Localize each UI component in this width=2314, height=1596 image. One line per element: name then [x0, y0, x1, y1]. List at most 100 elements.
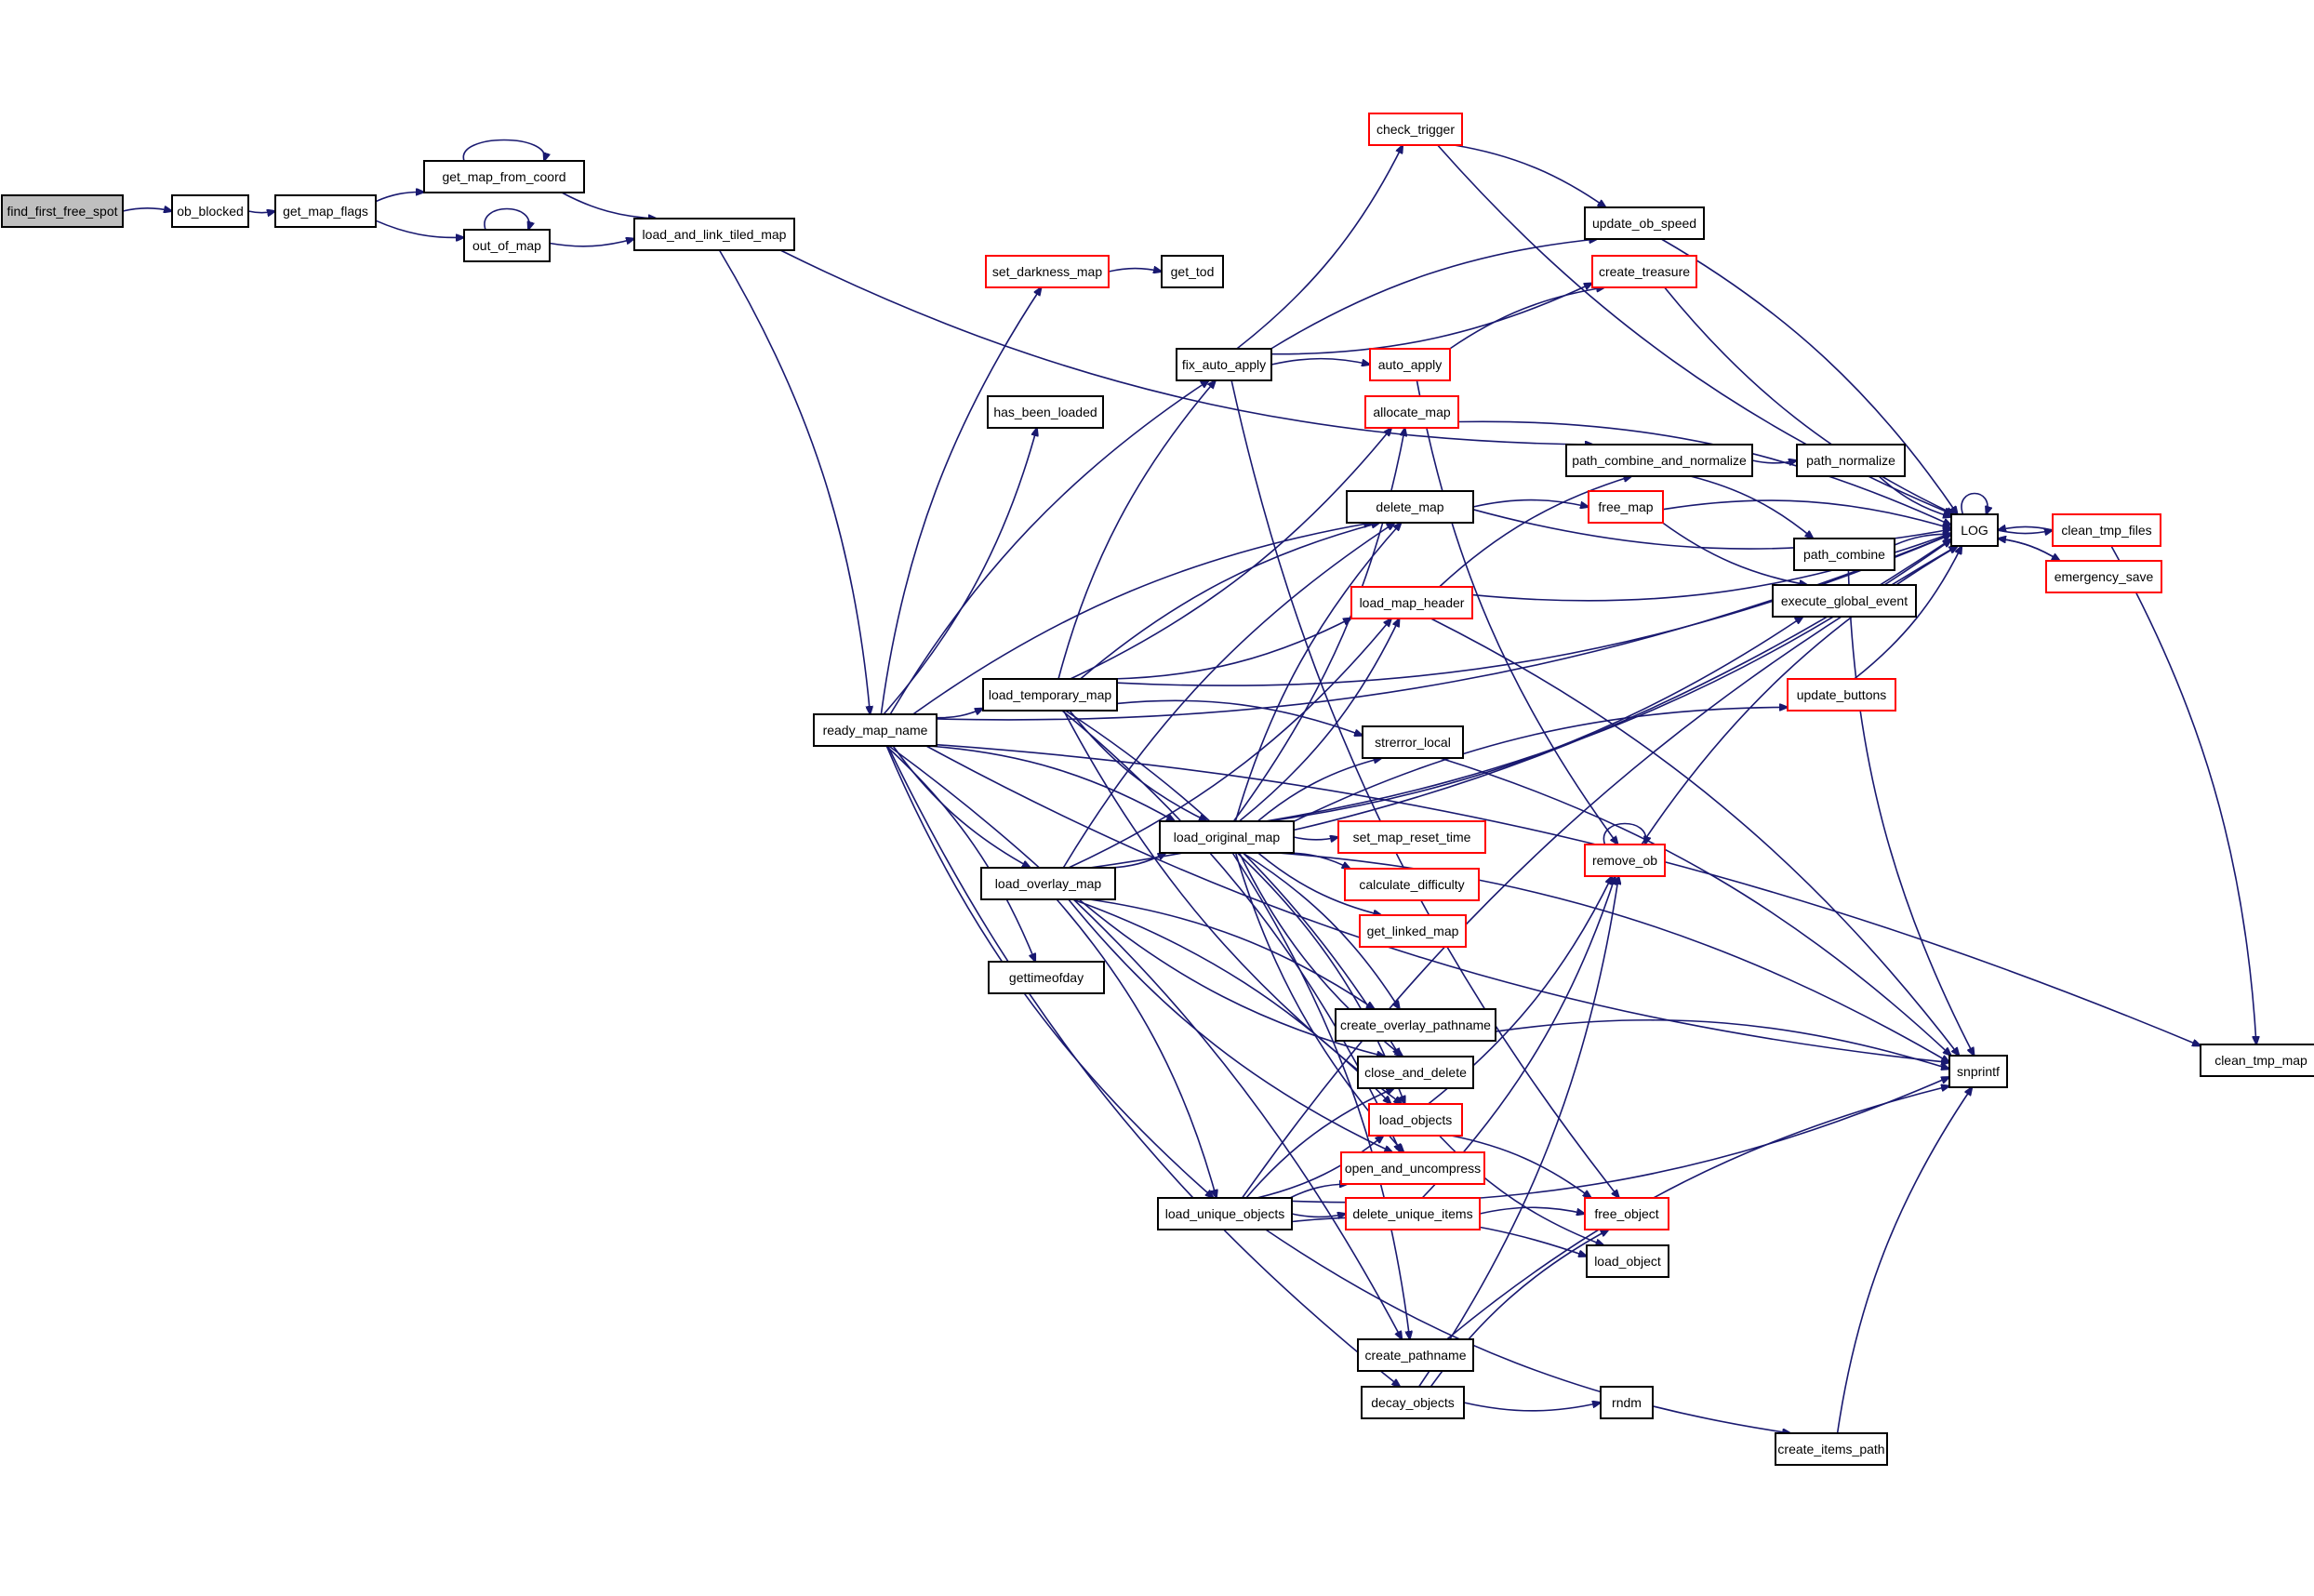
node-check_trigger[interactable]: check_trigger [1368, 113, 1463, 146]
edge-load_original_map-to-set_map_reset_time [1293, 837, 1338, 840]
node-load_overlay_map[interactable]: load_overlay_map [980, 867, 1116, 900]
edge-load_original_map-to-get_linked_map [1257, 852, 1382, 915]
node-path_combine_and_normalize[interactable]: path_combine_and_normalize [1565, 444, 1753, 477]
node-open_and_uncompress[interactable]: open_and_uncompress [1340, 1151, 1485, 1185]
edge-load_unique_objects-to-load_objects [1257, 1136, 1384, 1199]
node-ready_map_name[interactable]: ready_map_name [813, 713, 938, 747]
edge-auto_apply-to-create_treasure [1449, 287, 1604, 350]
node-label: create_treasure [1599, 264, 1690, 279]
edge-check_trigger-to-update_ob_speed [1454, 144, 1605, 207]
edge-ready_map_name-to-gettimeofday [885, 745, 1035, 962]
edge-load_original_map-to-allocate_map [1232, 428, 1404, 822]
node-label: clean_tmp_files [2061, 523, 2151, 538]
node-set_map_reset_time[interactable]: set_map_reset_time [1337, 820, 1486, 854]
node-box [982, 678, 1118, 712]
edge-load_original_map-to-update_buttons [1293, 707, 1788, 823]
node-clean_tmp_map[interactable]: clean_tmp_map [2200, 1044, 2314, 1077]
edge-load_original_map-to-create_pathname [1231, 852, 1410, 1339]
edge-load_temporary_map-to-LOG [1116, 535, 1951, 686]
edge-create_items_path-to-snprintf [1836, 1087, 1973, 1434]
node-out_of_map[interactable]: out_of_map [463, 229, 551, 262]
node-delete_map[interactable]: delete_map [1346, 490, 1474, 524]
node-label: create_pathname [1365, 1348, 1467, 1363]
node-decay_objects[interactable]: decay_objects [1361, 1386, 1465, 1419]
node-strerror_local[interactable]: strerror_local [1362, 725, 1464, 759]
node-box [1350, 586, 1473, 619]
node-find_first_free_spot[interactable]: find_first_free_spot [1, 194, 124, 228]
edge-load_overlay_map-to-load_objects [1072, 898, 1390, 1104]
edge-LOG-to-clean_tmp_files [1997, 530, 2053, 534]
node-execute_global_event[interactable]: execute_global_event [1772, 584, 1917, 618]
node-allocate_map[interactable]: allocate_map [1364, 395, 1459, 429]
node-label: remove_ob [1592, 853, 1657, 868]
node-free_map[interactable]: free_map [1588, 490, 1664, 524]
edge-load_unique_objects-to-close_and_delete [1245, 1088, 1394, 1199]
node-load_object[interactable]: load_object [1586, 1244, 1669, 1278]
node-update_buttons[interactable]: update_buttons [1787, 678, 1896, 712]
edge-load_overlay_map-to-load_map_header [1068, 618, 1391, 869]
edge-get_map_from_coord-to-load_and_link_tiled_map [561, 192, 657, 219]
node-load_objects[interactable]: load_objects [1368, 1103, 1463, 1137]
edge-load_overlay_map-to-load_unique_objects [1056, 898, 1217, 1198]
edge-ready_map_name-to-create_pathname [888, 745, 1403, 1339]
node-LOG[interactable]: LOG [1950, 513, 1999, 547]
node-auto_apply[interactable]: auto_apply [1369, 348, 1451, 381]
node-gettimeofday[interactable]: gettimeofday [988, 961, 1105, 994]
edge-path_combine-to-snprintf [1847, 569, 1974, 1056]
node-set_darkness_map[interactable]: set_darkness_map [985, 255, 1110, 288]
node-label: ob_blocked [177, 204, 244, 219]
node-create_treasure[interactable]: create_treasure [1591, 255, 1697, 288]
edge-clean_tmp_files-to-LOG [1998, 526, 2054, 530]
node-clean_tmp_files[interactable]: clean_tmp_files [2052, 513, 2161, 547]
node-label: set_map_reset_time [1353, 830, 1471, 845]
node-label: load_original_map [1174, 830, 1281, 845]
node-box [1337, 820, 1486, 854]
node-emergency_save[interactable]: emergency_save [2045, 560, 2162, 593]
node-load_map_header[interactable]: load_map_header [1350, 586, 1473, 619]
node-path_combine[interactable]: path_combine [1793, 538, 1895, 571]
node-snprintf[interactable]: snprintf [1948, 1055, 2008, 1088]
node-close_and_delete[interactable]: close_and_delete [1357, 1056, 1474, 1089]
edge-ready_map_name-to-load_original_map [926, 745, 1175, 821]
edge-get_map_from_coord-to-get_map_from_coord [462, 139, 544, 162]
edge-load_overlay_map-to-close_and_delete [1078, 898, 1385, 1057]
node-load_and_link_tiled_map[interactable]: load_and_link_tiled_map [633, 218, 795, 251]
node-update_ob_speed[interactable]: update_ob_speed [1584, 206, 1705, 240]
node-remove_ob[interactable]: remove_ob [1584, 844, 1666, 877]
edge-ready_map_name-to-set_darkness_map [880, 287, 1041, 715]
node-load_original_map[interactable]: load_original_map [1159, 820, 1295, 854]
edge-load_original_map-to-load_map_header [1238, 618, 1399, 822]
node-box [274, 194, 377, 228]
node-label: set_darkness_map [992, 264, 1103, 279]
node-create_pathname[interactable]: create_pathname [1357, 1338, 1474, 1372]
node-fix_auto_apply[interactable]: fix_auto_apply [1176, 348, 1272, 381]
edge-set_darkness_map-to-get_tod [1108, 269, 1162, 272]
node-create_items_path[interactable]: create_items_path [1775, 1432, 1888, 1466]
node-create_overlay_pathname[interactable]: create_overlay_pathname [1335, 1008, 1496, 1042]
node-get_map_flags[interactable]: get_map_flags [274, 194, 377, 228]
node-path_normalize[interactable]: path_normalize [1796, 444, 1906, 477]
edge-ready_map_name-to-delete_map [912, 523, 1373, 715]
node-label: close_and_delete [1364, 1065, 1467, 1080]
node-delete_unique_items[interactable]: delete_unique_items [1345, 1197, 1481, 1230]
node-calculate_difficulty[interactable]: calculate_difficulty [1344, 868, 1480, 901]
node-box [1357, 1056, 1474, 1089]
edge-load_temporary_map-to-load_original_map [1069, 710, 1207, 821]
edge-load_map_header-to-path_combine_and_normalize [1439, 476, 1632, 588]
node-box [1793, 538, 1895, 571]
node-free_object[interactable]: free_object [1584, 1197, 1669, 1230]
node-get_linked_map[interactable]: get_linked_map [1359, 914, 1467, 948]
node-label: auto_apply [1378, 357, 1443, 372]
node-load_temporary_map[interactable]: load_temporary_map [982, 678, 1118, 712]
node-ob_blocked[interactable]: ob_blocked [171, 194, 249, 228]
node-has_been_loaded[interactable]: has_been_loaded [987, 395, 1104, 429]
edge-load_original_map-to-create_overlay_pathname [1242, 852, 1400, 1009]
node-rndm[interactable]: rndm [1600, 1386, 1654, 1419]
node-get_map_from_coord[interactable]: get_map_from_coord [423, 160, 585, 193]
edge-ob_blocked-to-get_map_flags [247, 211, 275, 213]
edge-free_map-to-LOG [1662, 499, 1951, 528]
node-get_tod[interactable]: get_tod [1161, 255, 1224, 288]
node-load_unique_objects[interactable]: load_unique_objects [1157, 1197, 1293, 1230]
edge-fix_auto_apply-to-auto_apply [1270, 357, 1370, 365]
node-label: create_overlay_pathname [1340, 1017, 1491, 1032]
